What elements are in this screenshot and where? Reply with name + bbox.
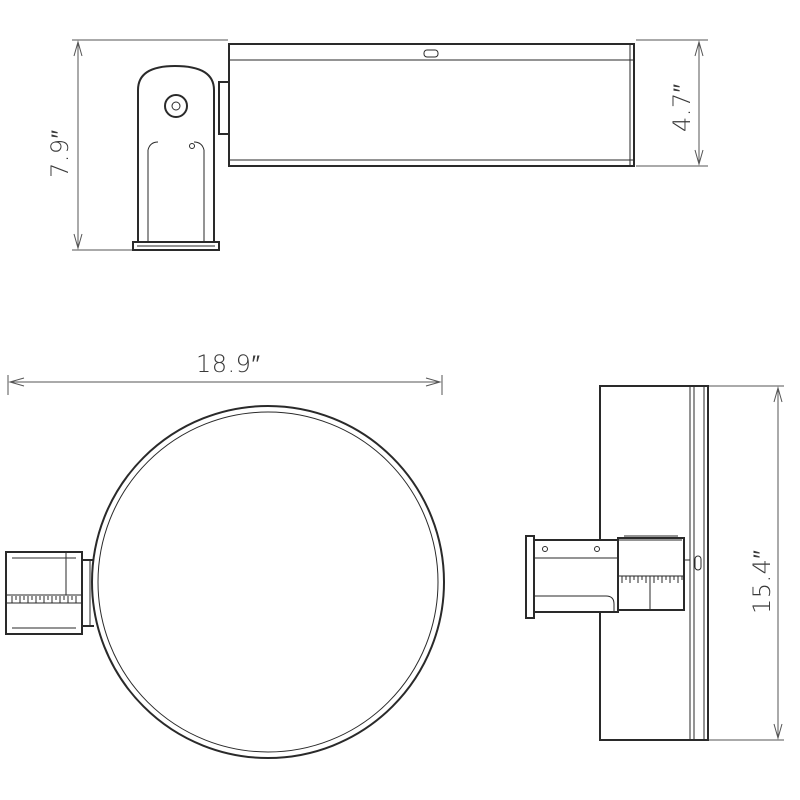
diameter-label: 18.9″ xyxy=(196,350,260,378)
housing-height-dimension: 4.7″ xyxy=(636,39,708,167)
overall-height-dimension: 7.9″ xyxy=(46,39,228,251)
scale-ticks xyxy=(11,596,77,603)
length-label: 15.4″ xyxy=(748,550,776,614)
housing-height-label: 4.7″ xyxy=(668,83,696,132)
top-view: 18.9″ xyxy=(5,350,445,759)
mount-plate xyxy=(218,81,230,135)
side-view: 7.9″ 4.7″ xyxy=(46,39,708,251)
front-view: 15.4″ xyxy=(525,385,784,741)
length-dimension: 15.4″ xyxy=(708,385,784,741)
mounting-arm-front xyxy=(525,535,690,619)
light-disc-top xyxy=(91,405,445,759)
diameter-dimension: 18.9″ xyxy=(7,350,443,395)
overall-height-label: 7.9″ xyxy=(46,129,74,178)
scale-ticks xyxy=(621,576,683,583)
light-housing-side xyxy=(228,43,635,167)
mounting-arm-side xyxy=(132,64,220,251)
mounting-arm-top xyxy=(5,551,94,635)
